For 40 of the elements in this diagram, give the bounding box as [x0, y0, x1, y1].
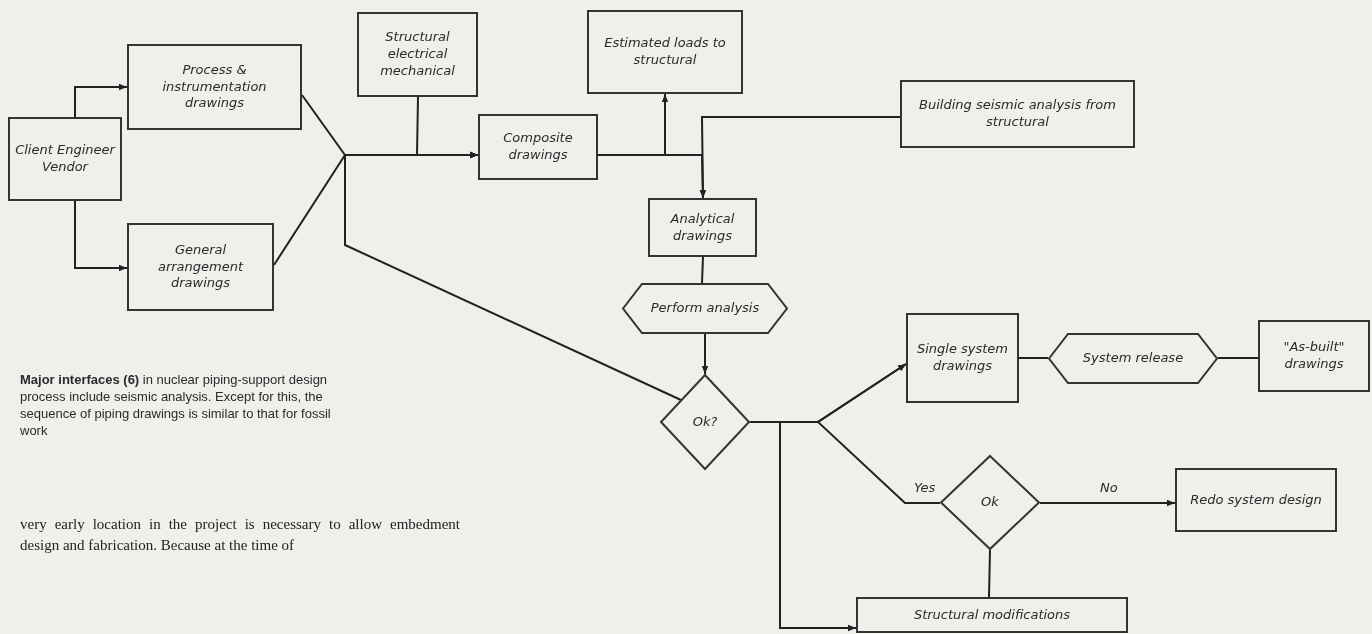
process-box	[856, 597, 1128, 633]
process-box	[900, 80, 1135, 148]
node-label: Client Engineer Vendor	[14, 142, 117, 176]
node-label: System release	[1081, 350, 1185, 367]
arrow	[816, 363, 941, 504]
arrow	[1039, 499, 1176, 507]
process-box	[478, 114, 598, 180]
process-box	[1258, 320, 1370, 392]
edge-label: Yes	[912, 480, 938, 495]
arrow	[701, 333, 709, 375]
arrow	[74, 83, 128, 118]
arrow	[74, 200, 128, 272]
body-text: very early location in the project is necessary to allow embedment design and fabrication. Because at the time of	[20, 515, 460, 555]
process-box	[587, 10, 743, 94]
node-label: Single system drawings	[915, 341, 1010, 375]
process-box	[906, 313, 1019, 403]
node-label: Analytical drawings	[669, 210, 736, 245]
node-label: "As-built" drawings	[1282, 339, 1346, 373]
process-box	[8, 117, 122, 201]
node-label: Composite drawings	[502, 130, 574, 164]
arrow	[699, 116, 901, 199]
process-box	[357, 12, 478, 97]
node-label: Building seismic analysis from structural	[918, 97, 1117, 131]
process-box	[127, 44, 302, 130]
node-label: Ok	[980, 494, 1000, 511]
arrow	[749, 421, 857, 632]
edge-label: No	[1098, 480, 1120, 495]
node-label: Ok?	[691, 413, 719, 431]
process-box	[127, 223, 274, 311]
node-label: Estimated loads to structural	[603, 35, 727, 69]
node-label: Redo system design	[1189, 491, 1323, 509]
node-label: Structural modifications	[912, 606, 1072, 624]
arrow	[344, 151, 682, 401]
node-label: Structural electrical mechanical	[379, 29, 456, 80]
node-label: Process & instrumentation drawings	[161, 61, 268, 113]
process-box	[1175, 468, 1337, 532]
figure-caption: Major interfaces (6) in nuclear piping-support design process include seismic analysis. Except for this, the sequence of piping drawings is similar to that for fossil work	[20, 372, 332, 440]
node-label: General arrangement drawings	[156, 241, 245, 293]
process-box	[648, 198, 757, 257]
node-label: Perform analysis	[649, 300, 761, 317]
